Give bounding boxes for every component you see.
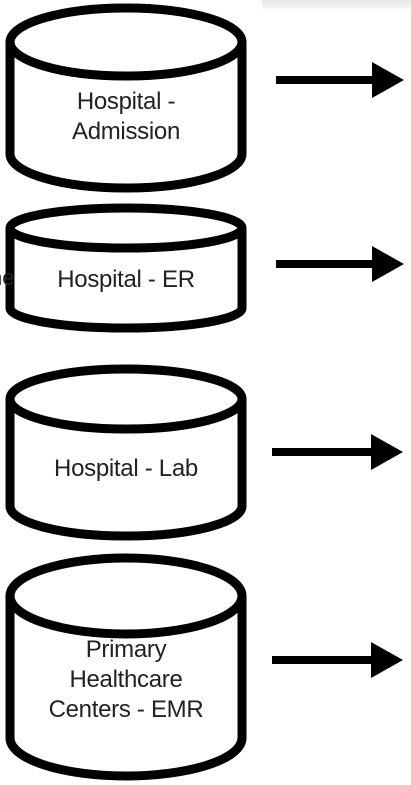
arrow-admission [276,62,404,98]
database-admission [5,3,247,193]
cut-off-label: ne [0,265,15,290]
database-admission-top [5,3,247,81]
database-er [5,203,247,333]
database-admission-label-line-2: Admission [71,118,180,145]
database-er-label: Hospital - ER [20,258,232,302]
arrow-admission-head [372,62,404,98]
arrow-emr [272,642,403,678]
database-emr [5,553,247,781]
database-admission-body [5,42,247,193]
database-er-body [5,228,247,333]
arrow-lab [272,434,403,470]
database-admission-label: Hospital - Admission [20,82,232,152]
database-admission-label-line-1: Hospital - [76,88,176,115]
database-lab [5,364,247,541]
database-emr-label-line-1: Primary [85,636,167,663]
database-er-label-line-1: Hospital - ER [57,266,195,293]
arrow-er-head [372,246,404,282]
arrow-er [276,246,404,282]
database-emr-label-line-3: Centers - EMR [48,696,204,723]
database-lab-label-line-1: Hospital - Lab [54,455,198,482]
arrow-emr-head [371,642,403,678]
database-emr-body [5,596,247,781]
database-lab-top [5,364,247,434]
database-emr-label-line-2: Healthcare [69,666,183,693]
database-er-top [5,203,247,253]
database-emr-top [5,553,247,639]
database-lab-label: Hospital - Lab [20,446,232,492]
database-emr-label: Primary Healthcare Centers - EMR [20,630,232,730]
arrow-lab-head [371,434,403,470]
top-edge-shadow [262,0,411,12]
database-lab-body [5,399,247,541]
